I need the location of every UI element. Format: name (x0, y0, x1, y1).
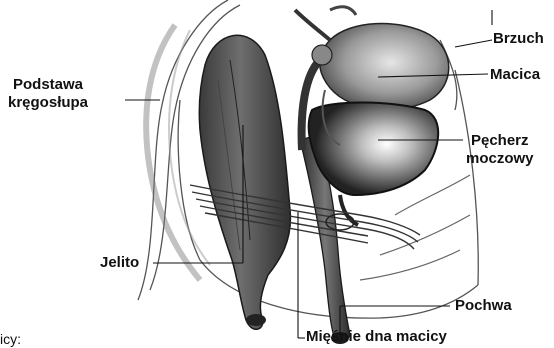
label-abdomen: Brzuch (493, 30, 544, 48)
label-vagina: Pochwa (455, 297, 512, 315)
label-bowel: Jelito (100, 254, 139, 272)
label-spine-base-line1: Podstawa (8, 76, 88, 94)
label-spine-base-line2: kręgosłupa (8, 94, 88, 112)
label-bladder: Pęcherz moczowy (466, 132, 534, 168)
label-pelvic-floor: Mięśnie dna macicy (306, 328, 447, 346)
label-bladder-line2: moczowy (466, 150, 534, 168)
bowel-shape (199, 35, 290, 329)
label-bladder-line1: Pęcherz (466, 132, 534, 150)
cropped-text-fragment: icy: (0, 331, 21, 347)
label-spine-base: Podstawa kręgosłupa (8, 76, 88, 112)
label-uterus: Macica (490, 66, 540, 84)
